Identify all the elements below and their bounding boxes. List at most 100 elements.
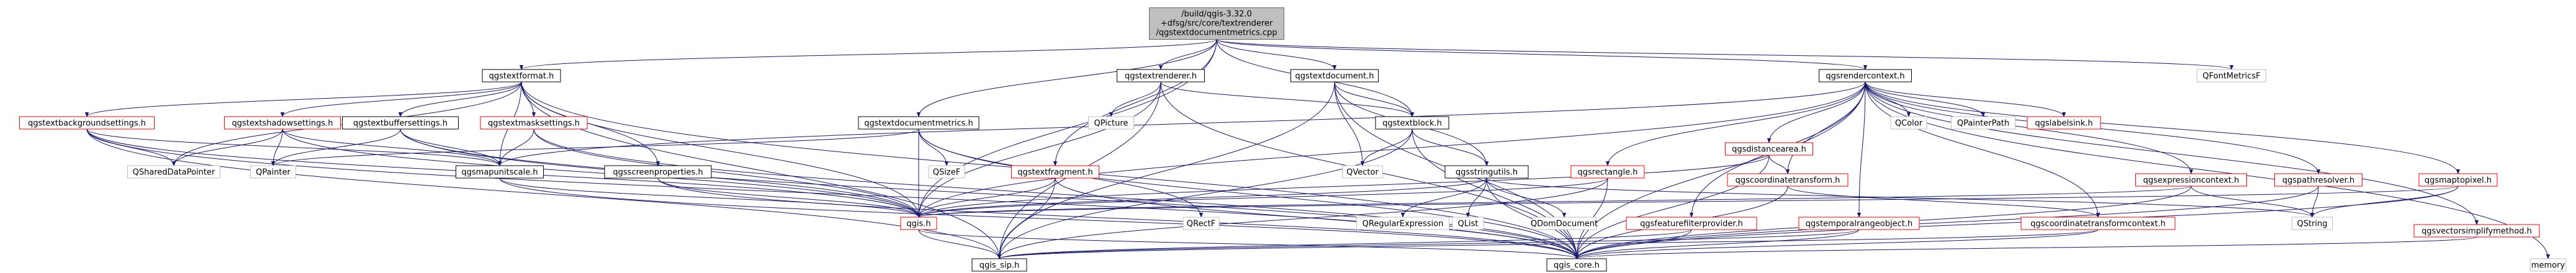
node-box: [1342, 165, 1383, 179]
node-qgsrectangle[interactable]: qgsrectangle.h: [1570, 165, 1645, 179]
node-qgsmaptopixel[interactable]: qgsmaptopixel.h: [2418, 173, 2498, 187]
edge-qgsscreenproperties-to-qgis_core: [657, 177, 1577, 259]
edge-qgsstringutils-to-qgis_core: [1486, 177, 1577, 259]
edge-qgstextshadowsettings-to-qshareddatapointer: [174, 128, 283, 166]
edge-qgstextrenderer-to-qpicture: [1111, 81, 1161, 117]
node-qgsmapunitscale[interactable]: qgsmapunitscale.h: [456, 165, 544, 179]
edge-qgstextbackgroundsettings-to-qgis_sip: [86, 128, 999, 259]
edge-qgstextdocumentmetrics-to-qsizef: [918, 128, 947, 166]
node-qgsscreenproperties[interactable]: qgsscreenproperties.h: [604, 165, 712, 179]
node-qgslabelsink[interactable]: qgslabelsink.h: [2027, 116, 2101, 130]
node-box: [2529, 258, 2567, 272]
node-box: [900, 217, 937, 230]
node-qgis-core[interactable]: qgis_core.h: [1546, 258, 1607, 272]
node-box: [1088, 116, 1134, 130]
edge-qgstextbuffersettings-to-qgis_core: [400, 128, 1577, 259]
node-qgstextbackgroundsettings[interactable]: qgstextbackgroundsettings.h: [19, 116, 155, 130]
node-label: qgstextformat.h: [489, 72, 554, 81]
node-label: qgslabelsink.h: [2035, 119, 2092, 128]
edge-root-to-qfontmetricsf: [1216, 39, 2231, 70]
node-qvector: QVector: [1342, 165, 1383, 179]
node-qgscoordinatetransformcontext[interactable]: qgscoordinatetransformcontext.h: [2020, 217, 2176, 230]
edge-qgsrendercontext-to-qgsvectorsimplifymethod: [1865, 81, 2477, 225]
node-qrectf: QRectF: [1182, 217, 1220, 230]
node-box: [1149, 7, 1284, 40]
edge-qgsrendercontext-to-qgscoordinatetransformcontext: [1865, 81, 2098, 217]
node-label: qgspathresolver.h: [2282, 176, 2354, 186]
edge-qgsstringutils-to-qlist: [1468, 177, 1487, 217]
node-qgsvectorsimplifymethod[interactable]: qgsvectorsimplifymethod.h: [2413, 224, 2540, 238]
node-label: +dfsg/src/core/textrenderer: [1161, 19, 1273, 29]
node-label: qgstextblock.h: [1382, 119, 1442, 128]
node-box: [1727, 173, 1849, 187]
node-qgsstringutils[interactable]: qgsstringutils.h: [1444, 165, 1529, 179]
edge-qgstextshadowsettings-to-qgis: [282, 128, 919, 217]
edge-qgsrendercontext-to-qgslabelsink: [1865, 81, 2064, 117]
node-qgscoordinatetransform[interactable]: qgscoordinatetransform.h: [1727, 173, 1849, 187]
node-box: [1546, 258, 1607, 272]
node-box: [1951, 116, 2015, 130]
edge-qgsstringutils-to-qgis: [919, 177, 1487, 218]
node-qgis-sip[interactable]: qgis_sip.h: [971, 258, 1027, 272]
edge-qgsdistancearea-to-qgscoordinatetransform: [1768, 154, 1788, 174]
node-label: qgis.h: [906, 220, 930, 229]
node-qgstextbuffersettings[interactable]: qgstextbuffersettings.h: [342, 116, 459, 130]
node-qgstextfragment[interactable]: qgstextfragment.h: [1011, 165, 1099, 179]
edge-qgstextfragment-to-qgis_core: [1055, 177, 1577, 259]
node-qgstextdocumentmetrics[interactable]: qgstextdocumentmetrics.h: [858, 116, 980, 130]
node-root[interactable]: /build/qgis-3.32.0+dfsg/src/core/textren…: [1149, 7, 1284, 40]
node-label: qgstextrenderer.h: [1125, 72, 1197, 81]
node-label: /qgstextdocumentmetrics.cpp: [1156, 29, 1277, 38]
node-qgstextrenderer[interactable]: qgstextrenderer.h: [1117, 69, 1205, 83]
node-qgstextshadowsettings[interactable]: qgstextshadowsettings.h: [224, 116, 341, 130]
edge-qgstextdocumentmetrics-to-qpainter: [273, 128, 919, 166]
node-qgsrendercontext[interactable]: qgsrendercontext.h: [1819, 69, 1912, 83]
edge-root-to-qgstextrenderer: [1161, 39, 1217, 70]
edge-qgsdistancearea-to-qgis: [919, 154, 1770, 218]
edge-root-to-qgstextdocument: [1216, 39, 1335, 70]
edge-qgsmapunitscale-to-qgis: [499, 177, 919, 218]
edge-qgstextbackgroundsettings-to-qshareddatapointer: [86, 128, 174, 166]
node-box: [1725, 142, 1813, 156]
edge-qgstextformat-to-qgis: [521, 81, 919, 217]
edge-qgsmaptopixel-to-qstring: [2312, 186, 2459, 218]
node-label: qgstextmasksettings.h: [488, 119, 580, 128]
edge-qgsvectorsimplifymethod-to-qgis_core: [1577, 236, 2477, 259]
node-box: [1356, 217, 1449, 230]
edge-qgstemporalrangeobject-to-qgis_core: [1577, 229, 1860, 259]
node-box: [2413, 224, 2540, 238]
edge-qgsrendercontext-to-qgsmaptopixel: [1865, 81, 2458, 174]
node-qgstemporalrangeobject[interactable]: qgstemporalrangeobject.h: [1798, 217, 1920, 230]
node-label: qgsrendercontext.h: [1826, 72, 1904, 81]
node-qgstextmasksettings[interactable]: qgstextmasksettings.h: [480, 116, 588, 130]
node-qgsdistancearea[interactable]: qgsdistancearea.h: [1725, 142, 1813, 156]
node-qgsfeaturefilterprovider[interactable]: qgsfeaturefilterprovider.h: [1626, 217, 1757, 230]
node-label: qgstemporalrangeobject.h: [1806, 220, 1912, 229]
edge-qgstextmasksettings-to-qgis_core: [533, 128, 1577, 259]
node-qgstextdocument[interactable]: qgstextdocument.h: [1290, 69, 1379, 83]
node-label: QRectF: [1187, 220, 1215, 229]
node-box: [224, 116, 341, 130]
node-box: [971, 258, 1027, 272]
node-label: QPainterPath: [1957, 119, 2009, 128]
node-box: [2020, 217, 2176, 230]
node-qgstextformat[interactable]: qgstextformat.h: [482, 69, 561, 83]
edge-qgsstringutils-to-qdomdocument: [1486, 177, 1564, 218]
edge-root-to-qgstextfragment: [1055, 39, 1217, 166]
node-label: qgstextfragment.h: [1017, 168, 1092, 177]
node-qgspathresolver[interactable]: qgspathresolver.h: [2274, 173, 2362, 187]
edge-qgscoordinatetransformcontext-to-qgis_core: [1577, 229, 2099, 259]
node-box: [604, 165, 712, 179]
node-box: [456, 165, 544, 179]
node-box: [1117, 69, 1205, 83]
node-label: /build/qgis-3.32.0: [1181, 10, 1252, 19]
node-label: qgsvectorsimplifymethod.h: [2421, 227, 2532, 236]
node-box: [2274, 173, 2362, 187]
node-qgstextblock[interactable]: qgstextblock.h: [1375, 116, 1449, 130]
node-qgis[interactable]: qgis.h: [900, 217, 937, 230]
node-box: [1532, 217, 1596, 230]
node-box: [2135, 173, 2247, 187]
node-qgsexpressioncontext[interactable]: qgsexpressioncontext.h: [2135, 173, 2247, 187]
node-label: QList: [1458, 220, 1479, 229]
node-label: qgstextbackgroundsettings.h: [28, 119, 146, 128]
